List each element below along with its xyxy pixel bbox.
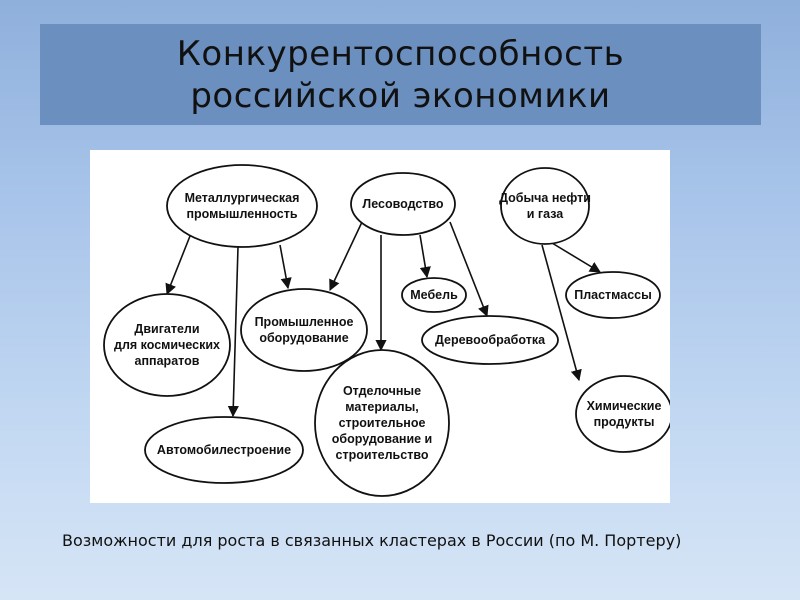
node-woodworking [421, 315, 559, 365]
node-text-line: продукты [593, 415, 655, 429]
cluster-diagram: Металлургическая промышленность Лесоводств… [90, 150, 670, 503]
node-metallurgy [166, 164, 318, 248]
arrow-forestry-to-woodworking [449, 221, 489, 318]
node-oil-gas [500, 167, 590, 245]
arrow-metallurgy-to-auto [227, 246, 239, 418]
node-text-line: оборудование и [331, 432, 433, 446]
node-label-oil-gas: Добыча нефти и газа [499, 190, 591, 222]
node-text-line: строительство [335, 448, 429, 462]
node-text-line: строительное [338, 416, 426, 430]
node-plastics [565, 271, 661, 319]
node-text-line: Промышленное [254, 315, 354, 329]
node-label-auto: Автомобилестроение [157, 442, 291, 458]
node-text-line: материалы, [345, 400, 419, 414]
node-label-metallurgy: Металлургическая промышленность [185, 190, 300, 222]
node-text-line: Металлургическая [184, 191, 300, 205]
node-chemicals [575, 375, 670, 453]
slide-title-line-1: Конкурентоспособность [176, 33, 625, 74]
node-text-line: оборудование [259, 331, 349, 345]
slide-caption: Возможности для роста в связанных класте… [62, 531, 682, 550]
title-banner: Конкурентоспособность российской экономи… [40, 24, 761, 125]
node-industrial-equipment [240, 288, 368, 372]
node-finishing [314, 349, 450, 497]
node-text-line: Пластмассы [574, 288, 652, 302]
node-text-line: для космических [114, 338, 220, 352]
node-label-forestry: Лесоводство [362, 196, 443, 212]
arrow-metallurgy-to-engines [165, 235, 191, 296]
slide-title-line-2: российской экономики [190, 75, 611, 116]
node-label-engines: Двигатели для космических аппаратов [114, 321, 220, 369]
node-text-line: Химические [586, 399, 662, 413]
node-text-line: Мебель [410, 288, 458, 302]
arrow-forestry-to-furniture [419, 234, 431, 279]
edge-layer [165, 221, 601, 418]
arrow-metallurgy-to-industrial-equipment [279, 244, 292, 290]
node-text-line: Деревообработка [434, 333, 546, 347]
node-text-line: Лесоводство [362, 197, 444, 211]
node-engines [103, 293, 231, 397]
node-text-line: аппаратов [134, 354, 200, 368]
node-text-line: промышленность [186, 207, 298, 221]
node-furniture [401, 277, 467, 313]
node-label-finishing: Отделочные материалы, строительное оборудов… [332, 383, 433, 463]
diagram-canvas [103, 164, 670, 497]
arrow-oil-gas-to-plastics [551, 242, 601, 273]
node-layer [103, 164, 670, 497]
node-label-furniture: Мебель [410, 287, 458, 303]
node-label-chemicals: Химические продукты [587, 398, 662, 430]
node-auto [144, 416, 304, 484]
node-text-line: Добыча нефти [499, 191, 591, 205]
arrow-oil-gas-to-chemicals [541, 244, 582, 382]
node-forestry [350, 172, 456, 236]
node-label-plastics: Пластмассы [574, 287, 652, 303]
node-text-line: Автомобилестроение [156, 443, 292, 457]
node-label-industrial-equipment: Промышленное оборудование [255, 314, 354, 346]
node-text-line: Отделочные [342, 384, 422, 398]
node-label-woodworking: Деревообработка [435, 332, 545, 348]
arrow-forestry-to-industrial-equipment [329, 221, 363, 292]
node-text-line: Двигатели [134, 322, 200, 336]
node-text-line: и газа [526, 207, 564, 221]
